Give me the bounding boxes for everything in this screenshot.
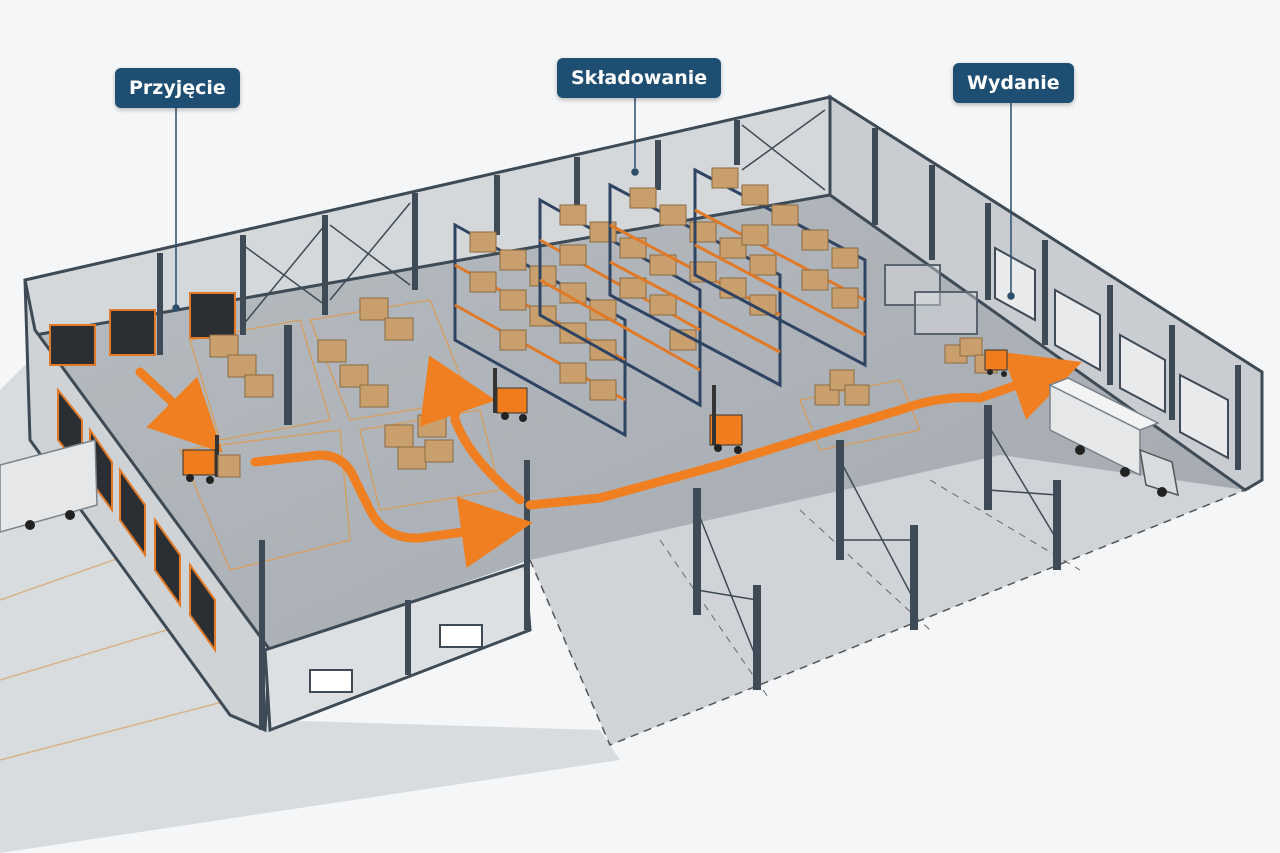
back-wall-columns <box>157 120 740 355</box>
front-window <box>439 624 483 648</box>
right-wall-columns <box>872 128 1241 470</box>
shipping-dock-doors <box>994 246 1229 460</box>
forklift-icon <box>984 349 1008 377</box>
flow-arrows <box>135 352 1082 568</box>
storage-racks <box>453 167 978 438</box>
pallet-icon <box>209 334 274 398</box>
label-leaders <box>172 98 1015 312</box>
flow-arrow-storage <box>419 355 525 505</box>
forklift-icon <box>182 435 241 484</box>
zone-label-shipping: Wydanie <box>953 63 1074 103</box>
zone-label-storage: Składowanie <box>557 58 722 98</box>
pallet-icon <box>359 297 414 341</box>
flow-arrow-receiving <box>135 367 223 453</box>
flow-arrow-receiving <box>250 450 533 568</box>
front-window <box>309 669 353 693</box>
flow-arrow-shipping <box>525 352 1082 510</box>
cage-rack <box>884 264 978 335</box>
back-dock-doors <box>49 292 236 366</box>
back-wall-bracing <box>242 109 826 326</box>
truck-icon <box>0 439 98 533</box>
zone-label-receiving: Przyjęcie <box>115 68 240 108</box>
pallet-icon <box>814 369 870 406</box>
forklift-icon <box>493 368 528 422</box>
forklift-icon <box>709 385 743 454</box>
truck-icon <box>1048 377 1179 497</box>
expansion-bracing <box>696 424 1058 661</box>
pallet-icon <box>317 339 389 408</box>
forklifts <box>182 349 1008 484</box>
